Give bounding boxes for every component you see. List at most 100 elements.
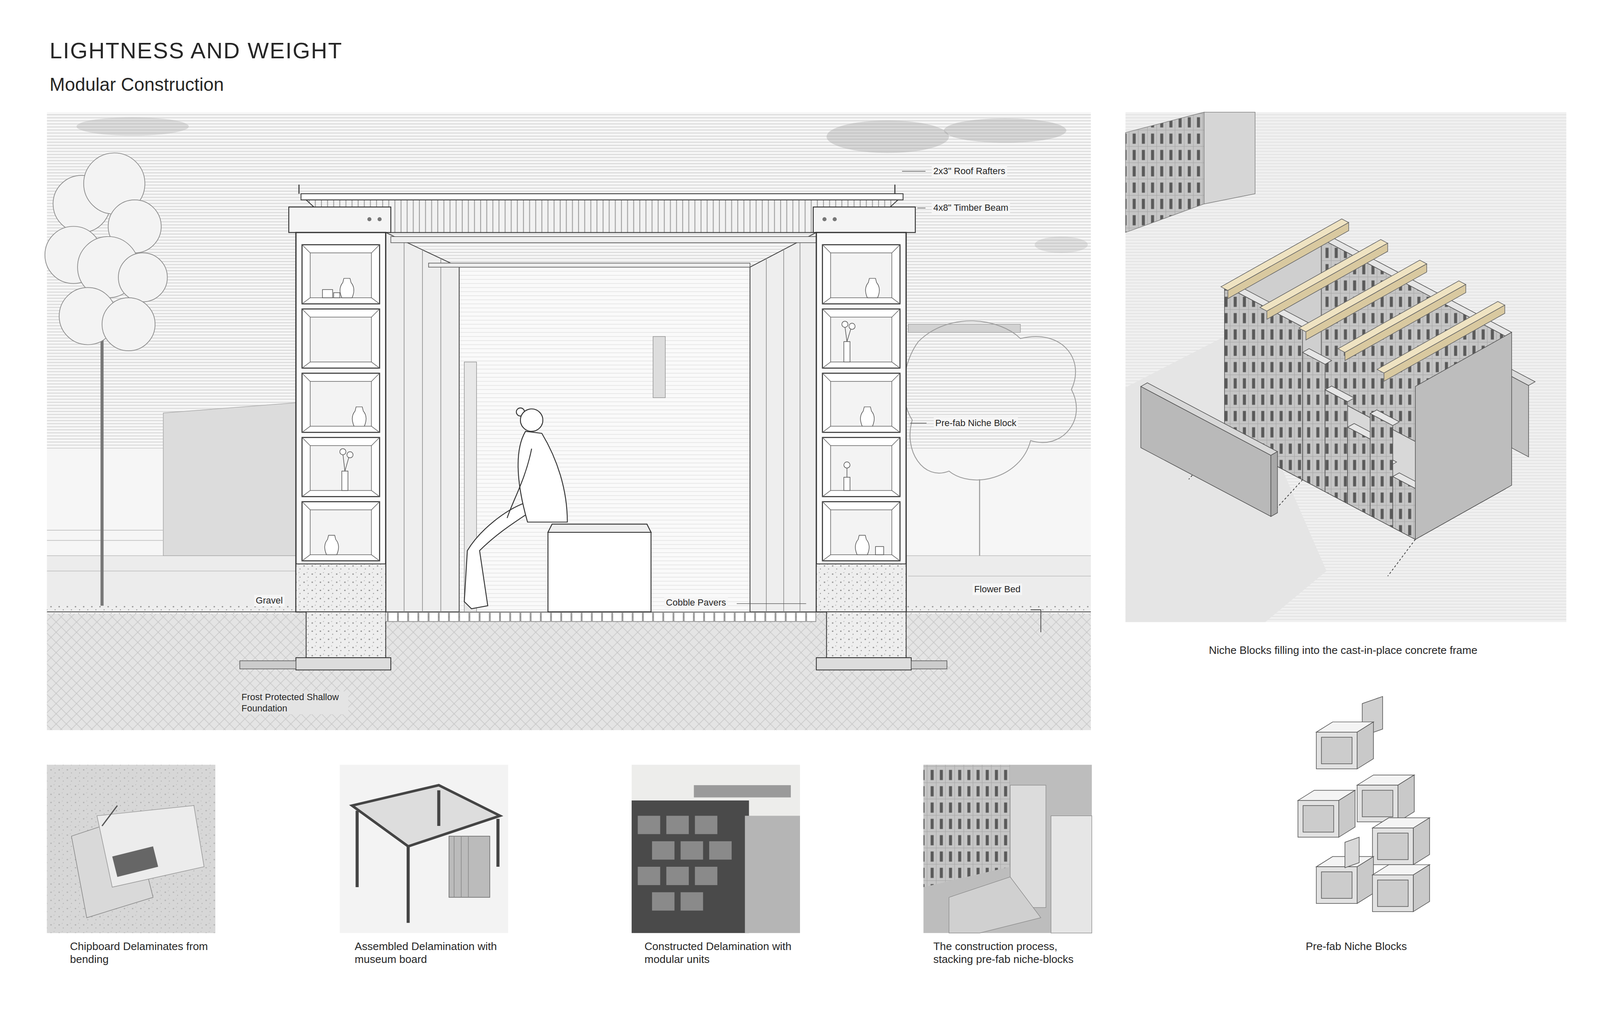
- roof: [390, 236, 817, 243]
- tree: [45, 152, 168, 613]
- model-photo: [112, 846, 158, 878]
- seated-figure: [464, 407, 568, 609]
- photo-caption: Assembled Delamination with museum board: [352, 940, 508, 967]
- vase: [340, 278, 354, 298]
- niche-block-stack: [1370, 410, 1400, 426]
- niche-block: [1372, 875, 1414, 913]
- timber-beam: [1377, 301, 1505, 382]
- niche-block: [1302, 805, 1334, 833]
- material-label: Flower Bed: [972, 583, 1023, 596]
- model-photo: [631, 800, 750, 934]
- vase: [347, 452, 354, 459]
- part-label: 2x3" Roof Rafters: [931, 165, 1008, 178]
- tree-outline: [979, 479, 980, 557]
- tree: [102, 297, 155, 351]
- niche-block: [1316, 867, 1358, 904]
- section-background: [47, 112, 1091, 731]
- model-photo: [949, 877, 1041, 934]
- niche-block-stack: [1302, 348, 1332, 365]
- ground-section: [47, 605, 297, 615]
- model-photo: [680, 892, 703, 911]
- section-background: [76, 117, 189, 136]
- tree: [100, 336, 104, 613]
- roof: [822, 217, 827, 222]
- model-photo: [340, 765, 509, 934]
- niche-block-stack: [1325, 386, 1355, 402]
- niche-block: [1357, 785, 1398, 823]
- leader-line: [736, 171, 927, 604]
- model-photo: [637, 816, 732, 912]
- leader-line: [910, 422, 927, 424]
- seated-figure: [507, 448, 532, 518]
- niche-block: [1345, 837, 1360, 868]
- vase: [843, 477, 850, 491]
- vase: [341, 471, 348, 491]
- roof: [832, 217, 837, 222]
- cobble-pavers: [385, 612, 817, 623]
- vase: [324, 535, 339, 555]
- vase: [860, 407, 875, 427]
- timber-beam: [1384, 305, 1505, 382]
- side-wall: [404, 240, 441, 613]
- timber-beam: [1260, 239, 1388, 320]
- model-photo: [1050, 816, 1092, 934]
- niche-block: [1413, 818, 1430, 866]
- back-wall: [459, 267, 750, 613]
- ground-section: [906, 605, 1091, 615]
- section-background: [1034, 236, 1088, 253]
- model-photo: [340, 765, 509, 934]
- photo-caption: The construction process, stacking pre-f…: [931, 940, 1086, 967]
- pillar: [295, 232, 391, 670]
- vase: [843, 341, 850, 363]
- bench: [547, 524, 651, 533]
- tree-outline: [903, 321, 1077, 557]
- model-photo: [923, 765, 1092, 934]
- leader-line: [902, 171, 926, 172]
- model-photo: [637, 816, 661, 835]
- vase: [849, 323, 856, 330]
- model-photo: [631, 765, 800, 934]
- model-photo: [47, 765, 216, 934]
- axonometric-background: [1125, 112, 1205, 233]
- niche-block: [1357, 857, 1374, 905]
- leader-line: [917, 207, 926, 209]
- ground-section: [47, 612, 1091, 731]
- model-photo: [454, 836, 469, 898]
- timber-beam: [1227, 222, 1349, 299]
- timber-beam: [1305, 263, 1427, 340]
- background-building: [908, 324, 1021, 333]
- side-wall: [766, 240, 800, 613]
- figure-caption: Pre-fab Niche Blocks: [1304, 940, 1409, 954]
- concrete-wall: [1140, 382, 1278, 456]
- section-background: [943, 118, 1067, 143]
- model-photo: [666, 867, 689, 886]
- niche-block: [1338, 790, 1355, 838]
- bench: [547, 532, 651, 613]
- back-wall: [652, 336, 665, 398]
- timber-beam: [1337, 280, 1466, 361]
- vase: [846, 467, 848, 478]
- roof: [367, 217, 372, 222]
- model-photo: [652, 841, 675, 860]
- vase: [352, 407, 366, 427]
- roof: [306, 200, 898, 233]
- roof: [813, 207, 916, 233]
- model-photo: [695, 867, 718, 886]
- niche-block-stack: [1370, 413, 1393, 528]
- niche-block: [1413, 865, 1430, 913]
- model-photo: [745, 816, 800, 934]
- roof: [377, 217, 382, 222]
- niche-block: [1372, 828, 1414, 865]
- vase: [322, 289, 333, 298]
- model-photo: [923, 765, 1010, 888]
- niche-block-stack: [1302, 352, 1325, 493]
- back-wall: [459, 267, 750, 613]
- axonometric-background: [1125, 112, 1567, 623]
- side-wall: [750, 232, 817, 613]
- ground-section: [47, 612, 1091, 731]
- niche-block: [1297, 800, 1339, 838]
- niche-block: [1377, 880, 1408, 908]
- background-building: [47, 530, 164, 541]
- roof: [299, 184, 895, 194]
